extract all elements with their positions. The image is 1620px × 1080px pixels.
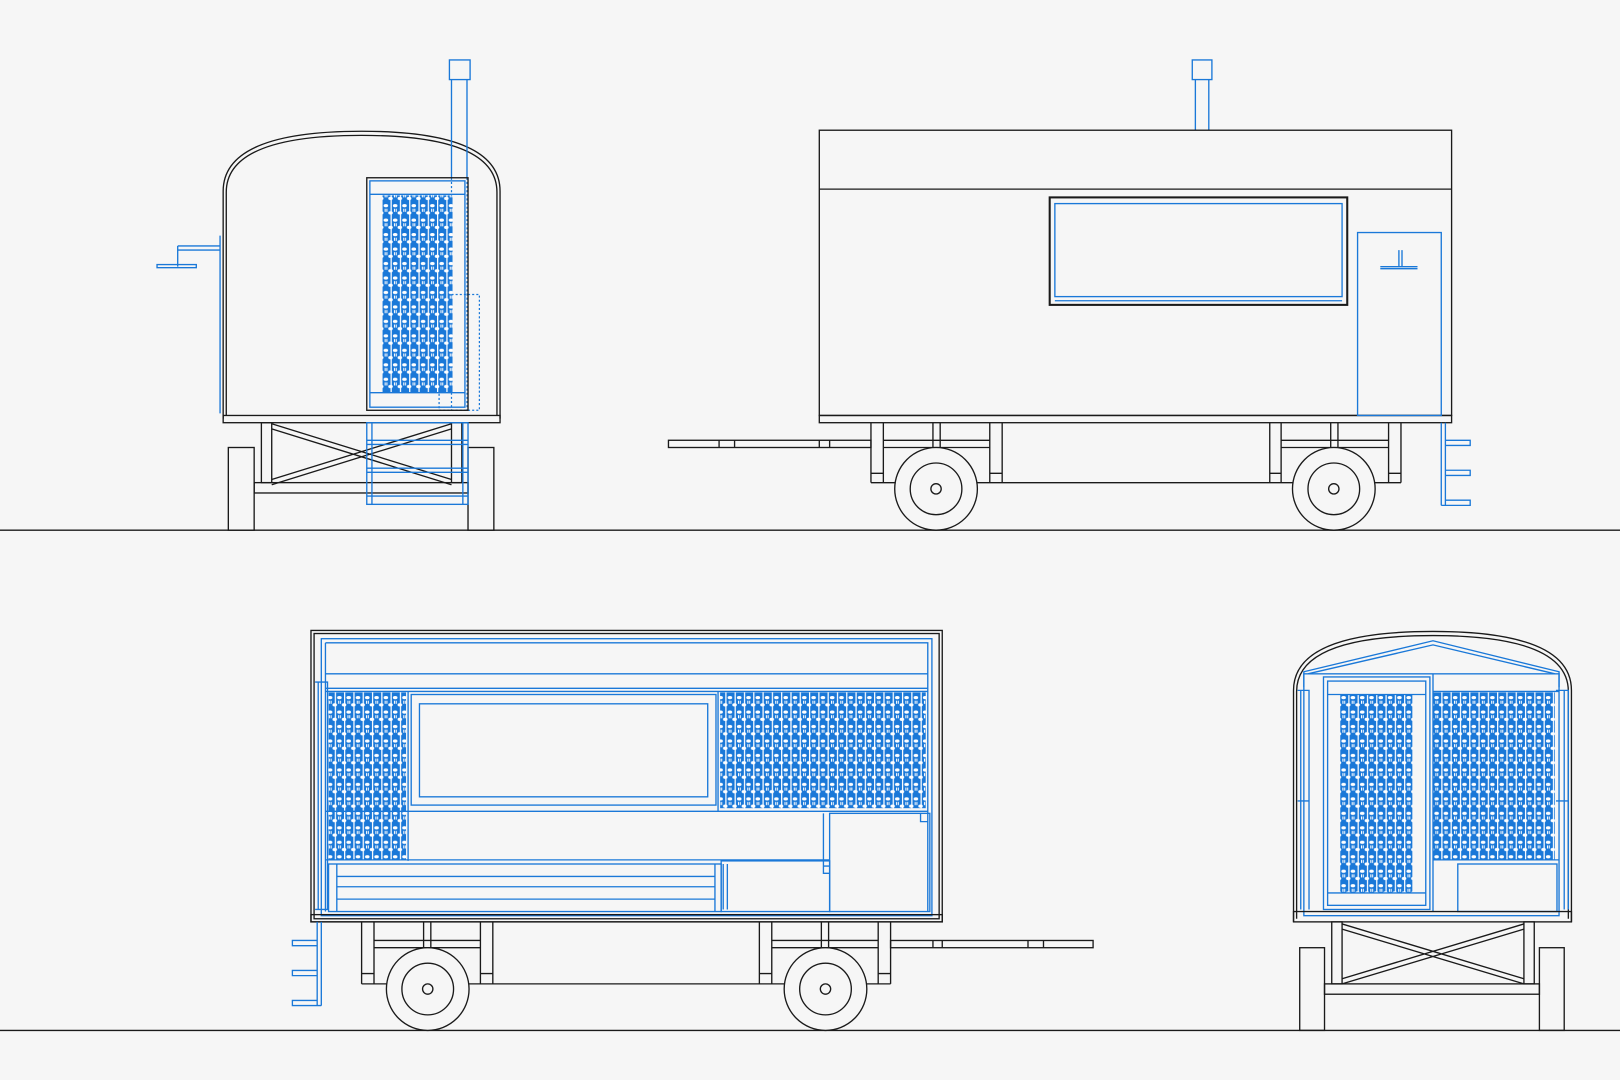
cross-brace <box>271 423 452 486</box>
wagon-body-inner-line <box>225 134 498 416</box>
undercarriage-beam <box>1323 983 1541 995</box>
chimney-pipe <box>1194 79 1210 131</box>
cabinet-tall <box>828 812 931 913</box>
end-elevation <box>156 59 501 531</box>
wall-studs <box>1297 689 1570 910</box>
door-inner <box>369 180 466 408</box>
leg-left <box>1299 947 1326 1032</box>
cabinet <box>1457 863 1558 913</box>
door-inner <box>1326 680 1427 907</box>
chimney-cap <box>1191 59 1213 81</box>
wagon-body <box>818 129 1453 417</box>
panel-frames <box>325 690 928 861</box>
leg-left <box>227 446 255 531</box>
window-frame <box>410 693 717 806</box>
drawbar <box>889 939 1094 949</box>
wheel-left <box>385 947 470 1032</box>
ceiling-band <box>324 642 929 912</box>
cross-brace <box>1341 923 1525 985</box>
floor-beam <box>222 414 501 424</box>
wheel-right <box>783 947 868 1032</box>
entry-steps <box>1440 422 1471 507</box>
lattice-panel-left <box>328 692 407 860</box>
chimney-cap <box>448 59 471 81</box>
wheel-front <box>894 446 979 531</box>
floor-beam <box>310 913 943 923</box>
window-frame <box>1048 196 1349 306</box>
cabinet-low <box>720 860 831 913</box>
door <box>1356 231 1442 417</box>
post-right <box>1523 921 1535 985</box>
post-left <box>260 422 273 484</box>
door-frame <box>1322 676 1431 911</box>
end-section <box>1292 630 1573 1032</box>
cabinet-hinges <box>722 813 928 910</box>
water-pipe <box>177 235 221 414</box>
lattice-panel-door <box>1340 694 1413 893</box>
door-rails <box>1327 673 1560 912</box>
wheel-rear <box>1291 446 1376 531</box>
wall-studs <box>315 681 329 911</box>
door-rails <box>369 193 465 394</box>
entry-steps <box>291 921 322 1007</box>
wagon-body-inner <box>313 632 940 920</box>
door-frame <box>366 177 469 411</box>
bench <box>327 863 722 913</box>
entry-steps <box>366 422 469 506</box>
water-tap <box>1380 250 1418 270</box>
window-glass <box>1054 202 1343 298</box>
leg-right <box>467 446 495 531</box>
side-section <box>291 629 1094 1032</box>
chimney-pipe <box>450 79 468 178</box>
drawbar <box>667 439 872 449</box>
floor-beam <box>1292 910 1573 923</box>
leg-right <box>1538 947 1565 1032</box>
post-right <box>450 422 463 484</box>
floor-beam <box>818 414 1453 424</box>
undercarriage-beam <box>253 481 469 494</box>
wagon-body-inner-line <box>1295 634 1570 919</box>
wagon-body-outline <box>222 130 501 419</box>
interior-lining <box>1303 673 1560 917</box>
gable-lining <box>1303 640 1560 688</box>
water-tap <box>156 263 197 269</box>
post-left <box>1331 921 1343 985</box>
window-glass <box>418 703 709 798</box>
interior-lining <box>320 638 933 917</box>
lattice-panel-right <box>720 692 926 809</box>
wagon-body-outline <box>1292 630 1573 922</box>
lattice-panel-wall <box>1432 692 1555 860</box>
door-lattice-panel <box>382 195 453 393</box>
side-elevation <box>667 59 1471 531</box>
